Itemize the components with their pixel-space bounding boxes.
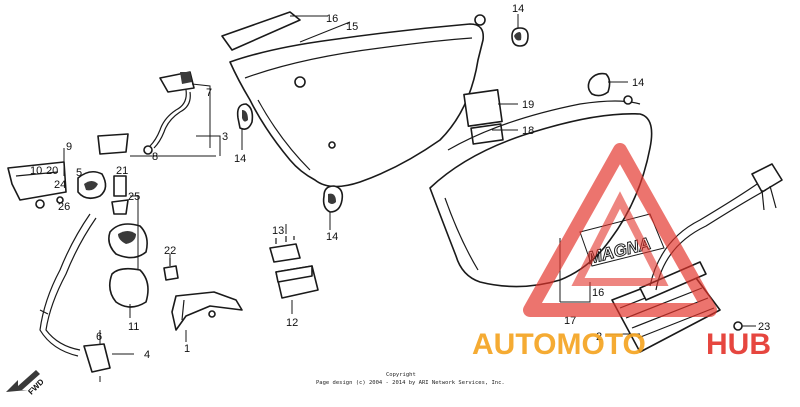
starter-relay-11 <box>108 223 149 308</box>
callout-22: 22 <box>164 245 176 257</box>
callout-5: 5 <box>76 167 82 179</box>
callout-9: 9 <box>66 141 72 153</box>
grommet-lower <box>322 185 344 213</box>
callout-18: 18 <box>522 125 534 137</box>
callout-25: 25 <box>128 191 140 203</box>
callout-3: 3 <box>222 131 228 143</box>
relay-21-25 <box>111 175 129 215</box>
callout-16: 16 <box>326 13 338 25</box>
mounting-bracket-1 <box>171 291 243 331</box>
callout-4: 4 <box>144 349 150 361</box>
callout-14: 14 <box>512 3 524 15</box>
regulator-wiring-harness <box>649 163 783 291</box>
callout-13: 13 <box>272 225 284 237</box>
washer-23 <box>733 321 743 331</box>
callout-2: 2 <box>596 331 602 343</box>
grommet-left <box>236 103 254 130</box>
callout-16: 16 <box>592 287 604 299</box>
callout-7: 7 <box>206 87 212 99</box>
fwd-arrow: FWD <box>6 370 46 396</box>
callout-8: 8 <box>152 151 158 163</box>
bolt-22 <box>163 258 179 281</box>
callout-10: 10 <box>30 165 42 177</box>
battery-cap-8 <box>97 133 129 155</box>
leader-lines <box>63 14 756 382</box>
callout-17: 17 <box>564 315 576 327</box>
grommet-right <box>587 72 611 97</box>
ground-cable-3 <box>143 89 191 155</box>
copyright-notice: Page design (c) 2004 - 2014 by ARI Netwo… <box>316 380 505 386</box>
callout-26: 26 <box>58 201 70 213</box>
callout-20: 20 <box>46 165 58 177</box>
callout-23: 23 <box>758 321 770 333</box>
battery-cable-6 <box>39 213 111 373</box>
watermark-brand-part1: AUTOMOTO <box>472 328 646 361</box>
callout-14: 14 <box>234 153 246 165</box>
callout-12: 12 <box>286 317 298 329</box>
callout-labels: 16 15 14 14 14 14 19 18 7 3 8 9 10 20 5 … <box>30 3 770 361</box>
callout-11: 11 <box>128 321 139 333</box>
copyright-title: Copyright <box>386 372 416 378</box>
watermark-brand-part2: HUB <box>706 328 771 361</box>
grommet-top <box>511 27 529 47</box>
callout-24: 24 <box>54 179 66 191</box>
callout-14: 14 <box>326 231 338 243</box>
fuse-holder-5 <box>77 170 107 200</box>
callout-21: 21 <box>116 165 128 177</box>
right-side-cover: MAGNA <box>429 95 665 288</box>
left-side-cover <box>229 14 486 188</box>
wire-clamp-7 <box>159 71 195 93</box>
watermark-text: AUTOMOTO HUB <box>472 328 771 361</box>
caution-label-19 <box>463 88 503 128</box>
battery-bracket-assembly <box>7 161 67 209</box>
left-emblem-strip <box>221 11 301 51</box>
watermark-logo <box>523 143 717 317</box>
callout-6: 6 <box>96 331 102 343</box>
callout-14: 14 <box>632 77 644 89</box>
callout-15: 15 <box>346 21 358 33</box>
callout-19: 19 <box>522 99 534 111</box>
callout-1: 1 <box>184 343 190 355</box>
connector-13 <box>269 236 301 263</box>
caution-label-18 <box>470 123 504 145</box>
relay-12 <box>275 265 319 299</box>
